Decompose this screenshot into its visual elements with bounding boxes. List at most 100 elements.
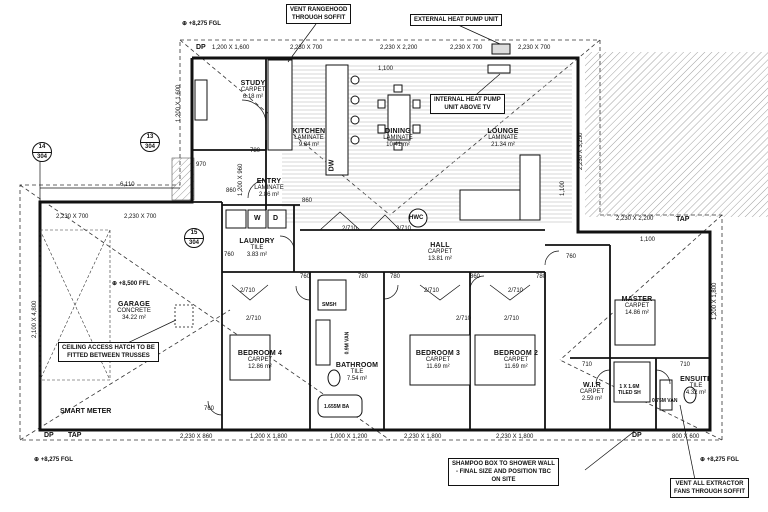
room-area: 12.86 m²	[248, 364, 272, 370]
room-finish: CONCRETE	[117, 308, 151, 314]
internal-heat-pump	[487, 64, 511, 74]
room-area: 10.41 m²	[386, 142, 410, 148]
dim-door: 860	[302, 198, 313, 204]
room-finish: TILE	[250, 245, 264, 251]
room-finish: CARPET	[240, 87, 266, 93]
dim-window-bottom: 2,230 X 1,800	[404, 434, 442, 440]
dim-door: 860	[470, 274, 481, 280]
downpipe-bottom-left: DP	[44, 432, 54, 439]
entry-landing-hatch	[171, 157, 195, 201]
room-name: BEDROOM 2	[493, 350, 539, 357]
dim-bench: 1,100	[378, 66, 394, 72]
room-area: 3.83 m²	[246, 252, 268, 258]
dim-window-bottom: 1,200 X 1,800	[250, 434, 288, 440]
tap-right: TAP	[676, 216, 690, 223]
laundry-units	[225, 209, 287, 229]
dim-hall: 1,100	[640, 237, 656, 243]
room-finish: TILE	[350, 369, 364, 375]
level-value: +8,275 FGL	[188, 21, 221, 27]
room-finish: CARPET	[427, 249, 453, 255]
dim-window: 1,200 X 1,600	[212, 45, 250, 51]
note-ceiling-hatch: CEILING ACCESS HATCH TO BE FITTED BETWEE…	[58, 342, 159, 362]
dim-door: 760	[566, 254, 577, 260]
room-name: DINING	[385, 128, 411, 135]
room-finish: TILE	[689, 383, 703, 389]
bathroom-vanity-label: 0.9M VAN	[344, 331, 351, 355]
note-vent-fans: VENT ALL EXTRACTOR FANS THROUGH SOFFIT	[670, 478, 749, 498]
dim-cupboard: 2/710	[504, 316, 520, 322]
dim-window-garage: 2,230 X 700	[124, 214, 157, 220]
dim-cupboard: 2/710	[240, 288, 256, 294]
washer-label: W	[254, 215, 261, 222]
note-rangehood: VENT RANGEHOOD THROUGH SOFFIT	[286, 4, 352, 24]
kitchen-joinery	[267, 59, 360, 176]
dim-window-master: 2,230 X 2,200	[616, 216, 654, 222]
dim-door: 780	[358, 274, 369, 280]
room-area: 7.54 m²	[346, 376, 368, 382]
room-finish: CARPET	[624, 303, 650, 309]
room-finish: CARPET	[579, 389, 605, 395]
room-name: LOUNGE	[487, 128, 519, 135]
dim-door: 1,100	[560, 180, 566, 196]
dim-door: 780	[536, 274, 547, 280]
room-name: W.I.R	[582, 382, 602, 389]
level-value: +8,275 FGL	[40, 457, 73, 463]
room-name: STUDY	[240, 80, 266, 87]
dim-cupboard: 2/710	[456, 316, 472, 322]
dim-window-entry: 1,200 X 960	[238, 163, 244, 196]
exterior-walls	[38, 56, 712, 432]
dim-door: 780	[250, 148, 261, 154]
dim-door: 760	[224, 252, 235, 258]
dishwasher-label: DW	[328, 159, 336, 172]
room-finish: CARPET	[425, 357, 451, 363]
ensuite-shower-label: 1 X 1.6M TILED SH	[618, 384, 641, 396]
dim-window-bottom: 2,230 X 1,800	[496, 434, 534, 440]
external-heat-pump	[491, 43, 511, 55]
dim-window: 2,230 X 700	[518, 45, 551, 51]
dim-door: 970	[196, 162, 207, 168]
room-finish: LAMINATE	[383, 135, 413, 141]
hwc-cylinder	[408, 208, 428, 228]
dim-window: 2,230 X 700	[450, 45, 483, 51]
room-area: 2.86 m²	[258, 192, 280, 198]
room-area: 34.22 m²	[122, 315, 146, 321]
downpipe-top: DP	[196, 44, 206, 51]
dim-cupboard: 2/710	[342, 226, 358, 232]
level-top-left: ⊕ +8,275 FGL	[182, 21, 221, 27]
study-desk	[194, 79, 208, 121]
lounge-sofa	[459, 154, 541, 221]
dim-window-bottom: 1,000 X 1,200	[330, 434, 368, 440]
room-area: 11.69 m²	[504, 364, 528, 370]
dining-table	[377, 84, 421, 151]
room-name: BEDROOM 4	[237, 350, 283, 357]
dim-window-master-side: 1,200 X 1,800	[712, 282, 718, 320]
hot-water-cylinder-label: HWC	[409, 215, 424, 221]
dim-cupboard: 2/710	[246, 316, 262, 322]
room-finish: LAMINATE	[294, 135, 324, 141]
dim-window: 2,230 X 700	[290, 45, 323, 51]
dim-door: 780	[390, 274, 401, 280]
room-finish: LAMINATE	[254, 185, 284, 191]
level-bottom-right: ⊕ +8,275 FGL	[700, 457, 739, 463]
room-area: 21.34 m²	[491, 142, 515, 148]
room-finish: LAMINATE	[488, 135, 518, 141]
bathroom-fittings	[315, 279, 363, 418]
tap-bottom-left: TAP	[68, 432, 82, 439]
note-internal-heat-pump: INTERNAL HEAT PUMP UNIT ABOVE TV	[430, 94, 505, 114]
dim-door: 710	[582, 362, 593, 368]
room-name: MASTER	[621, 296, 653, 303]
dryer-label: D	[273, 215, 279, 222]
bedroom-beds	[229, 299, 656, 386]
